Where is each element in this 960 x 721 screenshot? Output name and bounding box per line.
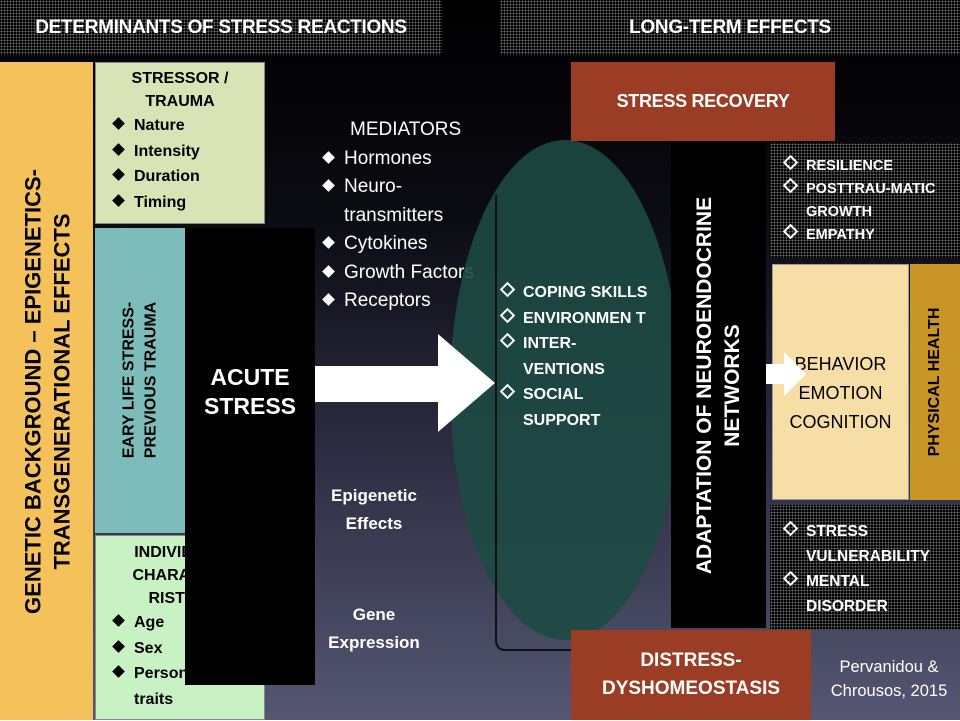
distress-outcomes-list: STRESS VULNERABILITY MENTAL DISORDER — [780, 519, 960, 619]
adaptation-line-2: NETWORKS — [720, 324, 744, 447]
list-item: Hormones — [318, 145, 503, 174]
list-item: Neuro-transmitters — [318, 173, 474, 230]
acute-line-2: STRESS — [203, 393, 297, 419]
citation-line-1: Pervanidou & — [839, 658, 939, 676]
epigenetic-line-1: Epigenetic — [331, 486, 417, 505]
citation: Pervanidou & Chrousos, 2015 — [818, 655, 960, 703]
stress-recovery-box: STRESS RECOVERY — [571, 62, 835, 141]
list-item: Receptors — [318, 287, 503, 316]
header-long-term-text: LONG-TERM EFFECTS — [629, 16, 831, 38]
bracket-line — [495, 195, 620, 651]
stressor-title-line-2: TRAUMA — [145, 93, 215, 110]
adaptation-box — [671, 143, 766, 628]
early-life-bar — [95, 228, 185, 533]
behavior-line-2: EMOTION — [798, 382, 883, 403]
list-item: Age — [108, 610, 253, 636]
modulators-list: COPING SKILLS ENVIRONMEN T INTER-VENTION… — [497, 280, 677, 433]
behavior-line-1: BEHAVIOR — [794, 353, 887, 374]
diamond-bullet-icon — [780, 519, 800, 544]
physical-health-text: PHYSICAL HEALTH — [926, 307, 943, 457]
list-item: ENVIRONMEN T — [497, 306, 658, 332]
list-item: Nature — [108, 113, 264, 139]
diamond-bullet-icon — [780, 178, 800, 201]
recovery-outcomes-box: RESILIENCE POSTTRAU-MATIC GROWTH EMPATHY — [770, 143, 960, 258]
physical-health-label: PHYSICAL HEALTH — [910, 264, 960, 500]
acute-stress-panel — [185, 228, 315, 685]
distress-line-1: DISTRESS- — [640, 650, 742, 671]
modulators-ellipse — [450, 140, 680, 640]
diamond-bullet-icon — [497, 382, 517, 408]
list-item: Cytokines — [318, 230, 503, 259]
genetic-background-bar — [0, 62, 93, 720]
diamond-bullet-icon — [497, 331, 517, 357]
diamond-bullet-icon — [780, 569, 800, 594]
stressor-box: STRESSOR / TRAUMA Nature Intensity Durat… — [95, 62, 265, 224]
recovery-outcomes-list: RESILIENCE POSTTRAU-MATIC GROWTH EMPATHY — [780, 155, 960, 247]
mediators-block: MEDIATORS Hormones Neuro-transmitters Cy… — [318, 116, 503, 316]
citation-line-2: Chrousos, 2015 — [830, 682, 948, 700]
gene-line-1: Gene — [352, 605, 396, 624]
small-arrow — [766, 352, 806, 396]
list-item: COPING SKILLS — [497, 280, 677, 306]
header-determinants: DETERMINANTS OF STRESS REACTIONS — [0, 0, 442, 55]
distress-box: DISTRESS- DYSHOMEOSTASIS — [571, 630, 811, 720]
list-item: STRESS VULNERABILITY — [780, 519, 960, 569]
diamond-bullet-icon — [780, 224, 800, 247]
distress-line-2: DYSHOMEOSTASIS — [601, 678, 781, 699]
acute-stress-label: ACUTE STRESS — [190, 363, 310, 421]
list-item: SOCIAL SUPPORT — [497, 382, 633, 433]
adaptation-label: ADAPTATION OF NEUROENDOCRINE NETWORKS — [671, 143, 766, 628]
big-arrow — [315, 334, 495, 432]
small-arrow-icon — [766, 352, 806, 396]
list-item: Sex — [108, 636, 253, 662]
mediators-title: MEDIATORS — [350, 119, 462, 140]
mediators-list: Hormones Neuro-transmitters Cytokines Gr… — [318, 145, 503, 316]
diamond-bullet-icon — [497, 306, 517, 332]
list-item: INTER-VENTIONS — [497, 331, 643, 382]
acute-line-1: ACUTE — [210, 364, 290, 390]
list-item: Timing — [108, 190, 264, 216]
stressor-title: STRESSOR / TRAUMA — [96, 67, 264, 113]
distress-outcomes-box: STRESS VULNERABILITY MENTAL DISORDER — [770, 505, 960, 630]
gene-line-2: Expression — [328, 633, 420, 652]
list-item: EMPATHY — [780, 224, 960, 247]
list-item: MENTAL DISORDER — [780, 569, 926, 619]
adaptation-line-1: ADAPTATION OF NEUROENDOCRINE — [692, 196, 716, 575]
physical-health-bar — [910, 264, 960, 500]
list-item: RESILIENCE — [780, 155, 960, 178]
list-item: POSTTRAU-MATIC GROWTH — [780, 178, 956, 224]
list-item: Duration — [108, 164, 264, 190]
diamond-bullet-icon — [780, 155, 800, 178]
diamond-bullet-icon — [497, 280, 517, 306]
stressor-list: Nature Intensity Duration Timing — [108, 113, 264, 215]
epigenetic-label: Epigenetic Effects — [318, 482, 430, 538]
gene-expression-label: Gene Expression — [318, 601, 430, 657]
epigenetic-line-2: Effects — [345, 514, 403, 533]
list-item: Intensity — [108, 139, 264, 165]
behavior-line-3: COGNITION — [789, 411, 892, 432]
stress-recovery-text: STRESS RECOVERY — [616, 91, 790, 111]
modulators-block: COPING SKILLS ENVIRONMEN T INTER-VENTION… — [497, 280, 677, 433]
header-determinants-text: DETERMINANTS OF STRESS REACTIONS — [35, 16, 407, 38]
list-item: Growth Factors — [318, 259, 503, 288]
header-long-term: LONG-TERM EFFECTS — [500, 0, 960, 55]
stressor-title-line-1: STRESSOR / — [131, 70, 229, 87]
